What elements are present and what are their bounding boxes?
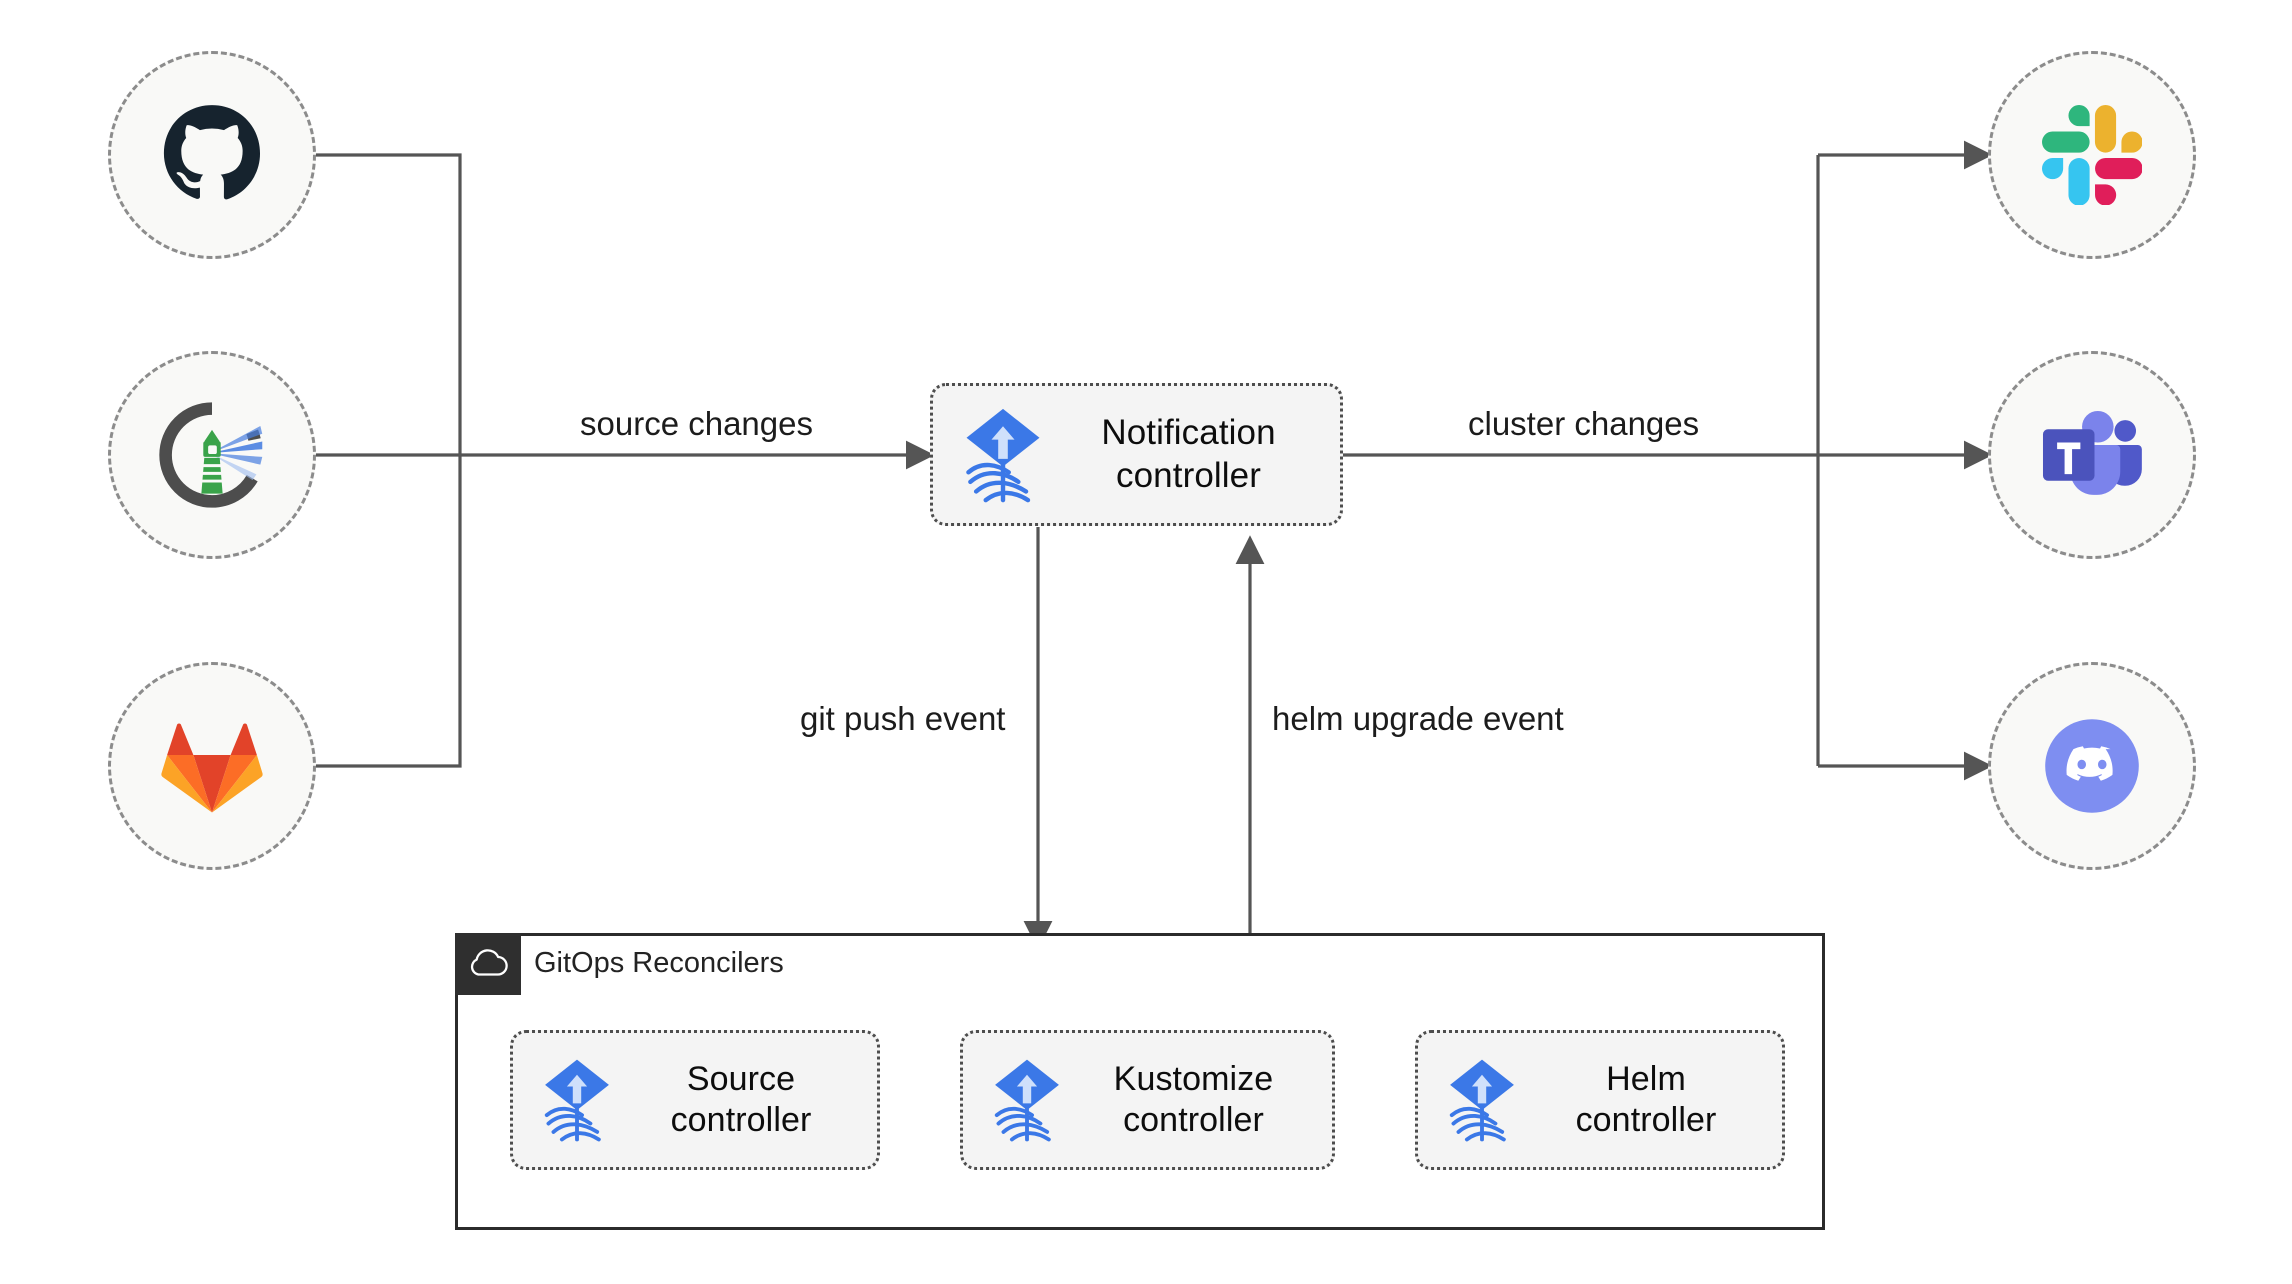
- microsoft-teams-icon: [2038, 405, 2146, 505]
- gitlab-icon: [160, 716, 264, 816]
- edge-label-helm-upgrade-event: helm upgrade event: [1272, 700, 1564, 737]
- source-controller-box[interactable]: Source controller: [510, 1030, 880, 1170]
- helm-controller-label: Helm controller: [1575, 1059, 1717, 1139]
- edge-label-source-changes: source changes: [580, 405, 813, 442]
- slack-icon: [2042, 105, 2142, 205]
- source-controller-label: Source controller: [670, 1059, 812, 1139]
- flux-logo-icon: [985, 1056, 1069, 1144]
- flux-logo-icon: [1440, 1056, 1524, 1144]
- edge-label-git-push-event: git push event: [800, 700, 1006, 737]
- source-node-github[interactable]: [108, 51, 316, 259]
- gitops-reconcilers-title: GitOps Reconcilers: [534, 947, 784, 979]
- flux-logo-icon: [955, 405, 1051, 505]
- destination-node-slack[interactable]: [1988, 51, 2196, 259]
- github-icon: [160, 103, 264, 207]
- flux-logo-icon: [535, 1056, 619, 1144]
- kustomize-controller-label: Kustomize controller: [1113, 1059, 1274, 1139]
- kustomize-controller-box[interactable]: Kustomize controller: [960, 1030, 1335, 1170]
- source-node-flux[interactable]: [108, 351, 316, 559]
- edge-label-cluster-changes: cluster changes: [1468, 405, 1700, 442]
- destination-node-discord[interactable]: [1988, 662, 2196, 870]
- flux-lighthouse-icon: [154, 397, 270, 513]
- discord-icon: [2038, 712, 2146, 820]
- destination-node-teams[interactable]: [1988, 351, 2196, 559]
- cloud-icon: [455, 933, 521, 995]
- notification-controller-box[interactable]: Notification controller: [930, 383, 1343, 526]
- source-node-gitlab[interactable]: [108, 662, 316, 870]
- helm-controller-box[interactable]: Helm controller: [1415, 1030, 1785, 1170]
- notification-controller-label: Notification controller: [1101, 412, 1276, 495]
